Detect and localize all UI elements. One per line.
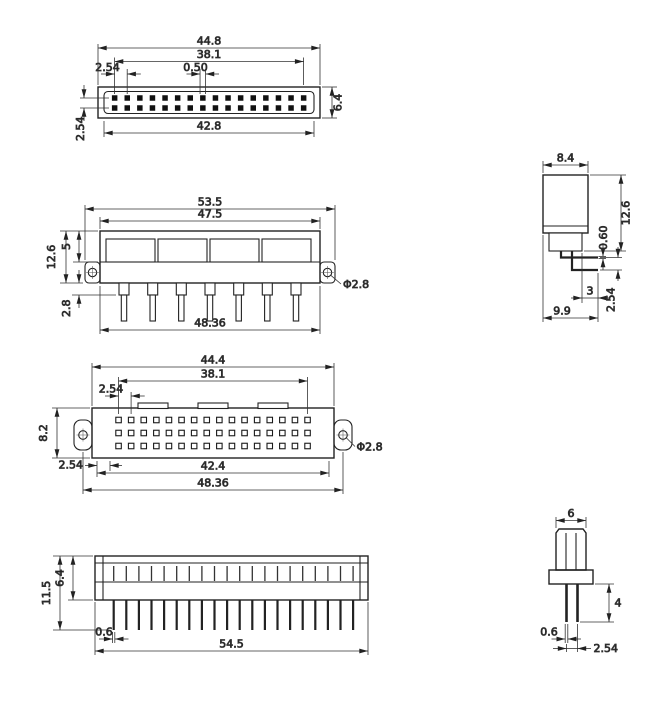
dim-label: 2.54	[99, 383, 124, 396]
dim-opening-width: 42.8	[103, 119, 315, 137]
dim-hole-size: 0.50	[183, 61, 219, 94]
dim-label: 2.54	[594, 642, 619, 655]
view-front-right-angle: 53.5 47.5 12.6 5 2.8 48.36	[45, 195, 370, 334]
polarizing-tabs	[137, 402, 289, 410]
dim-pitch: 2.54	[95, 61, 141, 94]
dim-label: 9.9	[553, 305, 571, 318]
contact-row-1	[115, 416, 311, 424]
dim-contact-span: 38.1	[114, 48, 305, 94]
dim-label: 44.4	[201, 354, 226, 367]
dim-row-pitch: 2.54	[553, 624, 618, 655]
dim-label: 5	[60, 243, 73, 250]
dim-overall-width: 44.8	[97, 34, 321, 85]
contact-row-2	[115, 429, 311, 437]
dim-label: 38.1	[201, 368, 226, 381]
dim-label: 6	[568, 507, 575, 520]
hole-centerlines	[86, 266, 334, 279]
connector-opening	[103, 90, 315, 115]
dim-edge-offset: 2.54	[58, 458, 122, 472]
dim-depth: 8.4	[542, 151, 589, 173]
dim-label: 47.5	[198, 208, 223, 221]
dim-mount-span: 48.36	[82, 452, 344, 494]
dim-pin-tail: 3	[571, 253, 609, 322]
view-top-2row: 44.8 38.1 2.54 0.50 2.54 6.4	[74, 34, 345, 141]
view-side-right-angle: 8.4 12.6 0.60 3 2.54 9	[542, 151, 633, 322]
dim-label: 2.54	[95, 61, 120, 74]
bent-pin-row-2	[570, 251, 598, 272]
dim-pin-span: 48.36	[99, 286, 321, 334]
dim-flange-width: 53.5	[84, 195, 336, 260]
dim-overall-width: 44.4	[91, 353, 335, 406]
dim-label: 2.54	[74, 117, 87, 142]
dim-label: 4	[615, 597, 622, 610]
dim-label: 11.5	[40, 581, 53, 606]
dim-label: 48.36	[197, 477, 229, 490]
dim-label: 0.50	[183, 61, 208, 74]
dim-mount-hole-dia: Φ2.8	[330, 274, 370, 291]
bent-pin-row-1	[559, 251, 598, 259]
dim-label: 2.8	[60, 300, 73, 318]
solder-pins	[118, 282, 302, 322]
solder-pins	[112, 600, 355, 630]
dim-row-pitch: 2.54	[74, 85, 109, 141]
dim-upper-height: 5	[60, 230, 98, 263]
dim-pin-width: 0.6	[540, 624, 581, 643]
dim-label: Φ2.8	[343, 278, 369, 291]
side-body-outline	[542, 174, 589, 234]
dim-label: 0.60	[597, 226, 610, 251]
dim-pin-width: 0.6	[95, 625, 129, 643]
dim-label: 12.6	[45, 245, 58, 270]
dim-pin-length: 4	[580, 583, 622, 623]
dim-pin-thickness: 0.60	[597, 225, 610, 270]
dim-label: 53.5	[198, 196, 223, 209]
dim-label: 2.54	[59, 459, 84, 472]
dim-label: 54.5	[219, 638, 244, 651]
end-flange	[548, 569, 594, 585]
dim-label: 42.8	[197, 120, 222, 133]
dim-pitch: 2.54	[98, 382, 145, 414]
dim-label: 44.8	[197, 35, 222, 48]
dim-body-depth: 8.2	[37, 407, 90, 459]
dim-label: 6.4	[332, 94, 345, 112]
dim-contact-span: 38.1	[118, 367, 308, 414]
dim-reach: 9.9	[542, 235, 599, 322]
view-side-header: 11.5 6.4 0.6 54.5	[40, 555, 369, 655]
dim-body-height: 6.4	[53, 555, 93, 601]
dim-label: 0.6	[95, 626, 113, 639]
dim-label: 8.4	[557, 152, 575, 165]
dim-label: 8.2	[37, 424, 50, 442]
dim-label: 6.4	[54, 569, 67, 587]
view-top-3row: 44.4 38.1 2.54 8.2 2.54 42.4	[37, 353, 383, 494]
dim-label: Φ2.8	[357, 441, 383, 454]
dim-pin-shoulder: 2.8	[60, 270, 116, 317]
connector-body-outline	[97, 86, 321, 119]
dim-end-width: 6	[555, 507, 587, 528]
header-body-outline	[94, 555, 369, 601]
dim-side-height: 12.6	[584, 174, 633, 252]
dim-label: 48.36	[194, 317, 226, 330]
dim-overall-length: 54.5	[94, 602, 369, 655]
pin-tips-inside	[113, 566, 354, 581]
contact-row-3	[115, 442, 311, 450]
dim-label: 0.6	[540, 626, 558, 639]
dim-body-depth: 6.4	[322, 86, 345, 119]
dim-side-row-pitch: 2.54	[600, 247, 622, 312]
dim-label: 42.4	[201, 460, 226, 473]
dim-body-width: 47.5	[99, 207, 321, 229]
dim-total-height: 11.5	[40, 555, 108, 631]
side-body-step	[548, 232, 583, 252]
end-body-outline	[555, 528, 587, 571]
dim-label: 3	[587, 285, 594, 298]
hole-centerlines	[76, 428, 350, 442]
view-end-header: 6 4 0.6 2.54	[540, 507, 622, 656]
dim-mount-hole-dia: Φ2.8	[346, 437, 383, 454]
dim-label: 2.54	[605, 288, 618, 313]
dim-label: 12.6	[620, 201, 633, 226]
dim-opening-width: 42.4	[96, 459, 330, 477]
contact-segments	[105, 238, 312, 263]
dim-label: 38.1	[197, 48, 222, 61]
